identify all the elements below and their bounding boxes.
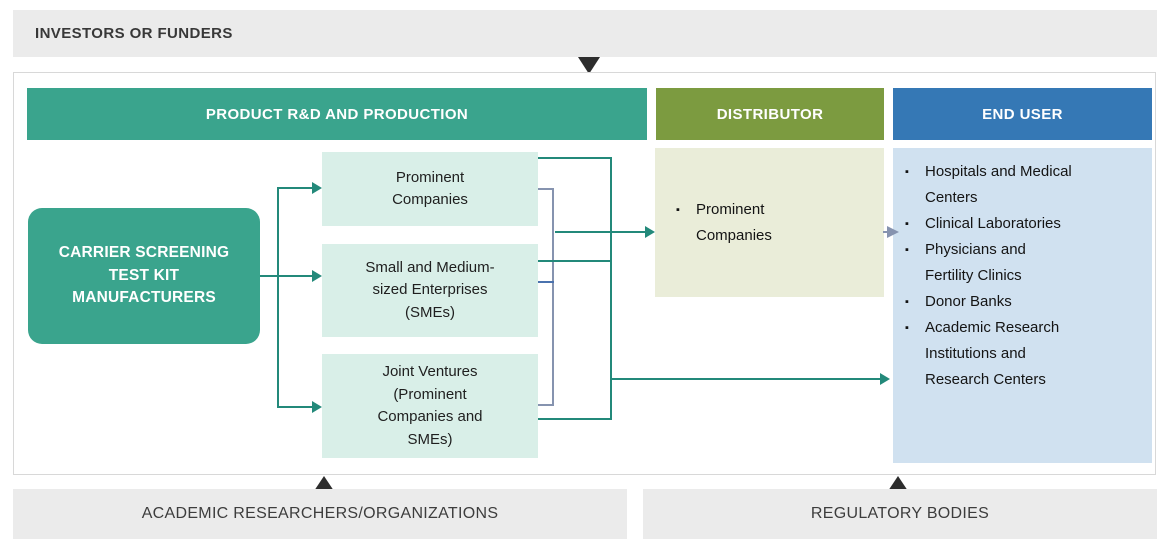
list-item: ▪ Hospitals and Medical Centers	[905, 159, 1144, 211]
end-user-item-label: Physicians and Fertility Clinics	[925, 241, 1026, 284]
regulatory-bodies-bar: REGULATORY BODIES	[643, 489, 1157, 539]
list-item: ▪ Prominent Companies	[676, 197, 772, 249]
distributor-box: ▪ Prominent Companies	[655, 148, 884, 297]
arrow-right-icon	[645, 226, 655, 238]
academic-researchers-bar: ACADEMIC RESEARCHERS/ORGANIZATIONS	[13, 489, 627, 539]
arrow-down-icon	[578, 57, 600, 74]
list-item: ▪ Academic Research Institutions and Res…	[905, 315, 1144, 393]
column-header-distributor: DISTRIBUTOR	[656, 88, 884, 140]
list-item: ▪ Clinical Laboratories	[905, 211, 1144, 237]
connector-prominent-out	[538, 157, 612, 159]
connector-mfg-branch-vertical	[277, 187, 279, 408]
column-header-distributor-label: DISTRIBUTOR	[716, 105, 824, 123]
column-header-product-rd-label: PRODUCT R&D AND PRODUCTION	[205, 105, 469, 123]
connector-bracket-to-joint-ventures	[538, 404, 554, 406]
square-bullet-icon: ▪	[905, 166, 909, 178]
arrow-right-icon	[880, 373, 890, 385]
connector-prominent-to-bracket	[538, 188, 554, 190]
rd-box-label: Prominent Companies	[392, 168, 468, 209]
connector-jv-bracket-vertical	[552, 188, 554, 406]
investors-bar-label: INVESTORS OR FUNDERS	[35, 25, 233, 42]
arrow-up-icon	[314, 476, 334, 491]
manufacturer-box: CARRIER SCREENING TEST KIT MANUFACTURERS	[28, 208, 260, 344]
connector-smes-to-bracket	[538, 281, 554, 283]
column-header-end-user-label: END USER	[982, 105, 1063, 123]
end-user-item-label: Academic Research Institutions and Resea…	[925, 319, 1060, 388]
rd-box-prominent-companies: Prominent Companies	[322, 152, 538, 226]
arrow-right-icon	[312, 270, 322, 282]
arrow-up-icon	[888, 476, 908, 491]
distributor-item-label: Prominent Companies	[696, 200, 772, 244]
connector-joint-ventures-out	[538, 418, 612, 420]
regulatory-bodies-bar-label: REGULATORY BODIES	[810, 505, 990, 522]
square-bullet-icon: ▪	[905, 296, 909, 308]
connector-mfg-to-joint-ventures	[277, 406, 312, 408]
connector-to-distributor	[555, 231, 645, 233]
list-item: ▪ Donor Banks	[905, 289, 1144, 315]
investors-bar: INVESTORS OR FUNDERS	[13, 10, 1157, 57]
rd-box-smes: Small and Medium- sized Enterprises (SME…	[322, 244, 538, 337]
connector-mfg-to-prominent	[277, 187, 312, 189]
rd-box-label: Joint Ventures (Prominent Companies and …	[377, 363, 483, 448]
connector-to-end-user	[610, 378, 880, 380]
list-item: ▪ Physicians and Fertility Clinics	[905, 237, 1144, 289]
connector-distributor-to-end-user	[883, 231, 889, 233]
end-user-item-label: Hospitals and Medical Centers	[925, 163, 1072, 206]
academic-researchers-bar-label: ACADEMIC RESEARCHERS/ORGANIZATIONS	[141, 505, 499, 522]
arrow-right-icon	[312, 401, 322, 413]
rd-box-joint-ventures: Joint Ventures (Prominent Companies and …	[322, 354, 538, 458]
square-bullet-icon: ▪	[905, 244, 909, 256]
rd-box-label: Small and Medium- sized Enterprises (SME…	[365, 258, 495, 321]
connector-smes-out	[538, 260, 612, 262]
end-user-box: ▪ Hospitals and Medical Centers ▪ Clinic…	[893, 148, 1152, 463]
square-bullet-icon: ▪	[905, 218, 909, 230]
square-bullet-icon: ▪	[676, 203, 680, 216]
column-header-product-rd: PRODUCT R&D AND PRODUCTION	[27, 88, 647, 140]
end-user-item-label: Donor Banks	[925, 293, 1012, 310]
manufacturer-box-label: CARRIER SCREENING TEST KIT MANUFACTURERS	[58, 244, 230, 307]
connector-output-bracket-vertical	[610, 157, 612, 420]
arrow-right-icon	[887, 226, 899, 238]
end-user-item-label: Clinical Laboratories	[925, 215, 1061, 232]
connector-mfg-to-smes	[260, 275, 312, 277]
square-bullet-icon: ▪	[905, 322, 909, 334]
column-header-end-user: END USER	[893, 88, 1152, 140]
arrow-right-icon	[312, 182, 322, 194]
